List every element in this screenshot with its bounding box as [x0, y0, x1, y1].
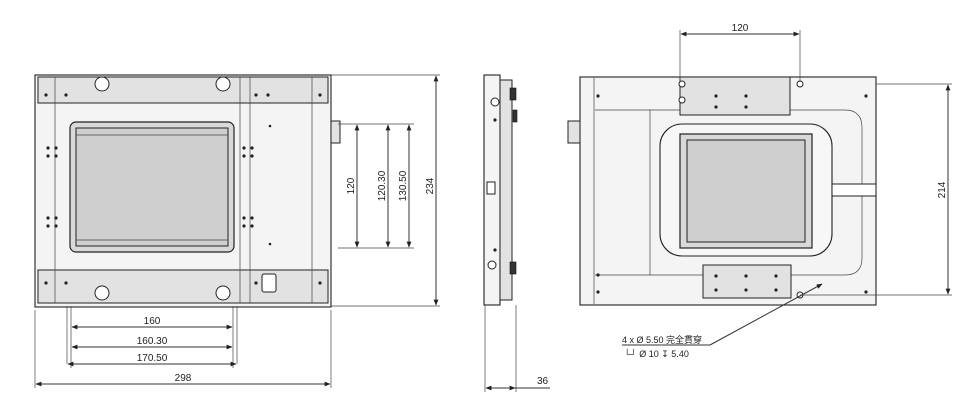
dim-214: 214 — [937, 181, 948, 198]
dim-170-50: 170.50 — [137, 353, 168, 364]
front-view: 160 160.30 170.50 298 120 120.30 130.50 … — [34, 74, 440, 388]
callout-line-2: └┘ Ø 10 ↧ 5.40 — [624, 348, 689, 359]
dim-298: 298 — [175, 373, 192, 384]
dim-36: 36 — [537, 376, 549, 387]
front-mount-hole — [94, 76, 110, 92]
dim-234: 234 — [425, 177, 436, 194]
back-bracket — [567, 120, 581, 144]
front-mount-hole — [215, 76, 231, 92]
dim-120-30: 120.30 — [377, 170, 388, 201]
dim-back-120: 120 — [732, 23, 749, 34]
front-mount-hole — [94, 285, 110, 301]
through-hole — [678, 96, 686, 104]
back-bottom-plate — [702, 264, 792, 299]
dim-160-30: 160.30 — [137, 336, 168, 347]
callout-line-1: 4 x Ø 5.50 完全貫穿 — [622, 334, 702, 345]
back-screws — [596, 94, 868, 294]
back-view: 120 214 4 x Ø 5.50 完全貫穿 └┘ Ø 10 ↧ 5.40 — [567, 23, 952, 359]
front-bottom-bar — [37, 269, 329, 304]
front-height-dims: 120 120.30 130.50 234 — [331, 74, 440, 307]
dim-120: 120 — [346, 177, 357, 194]
back-top-plate — [679, 76, 791, 116]
front-mount-hole — [215, 285, 231, 301]
side-plate — [499, 79, 513, 301]
front-screws — [44, 93, 322, 285]
through-hole — [678, 80, 686, 88]
hole-callout: 4 x Ø 5.50 完全貫穿 └┘ Ø 10 ↧ 5.40 — [622, 283, 823, 359]
side-view: 36 — [483, 74, 550, 392]
front-top-bar — [37, 76, 329, 104]
front-bracket — [330, 120, 341, 144]
dim-130-50: 130.50 — [398, 170, 409, 201]
dim-160: 160 — [144, 316, 161, 327]
front-width-dims: 160 160.30 170.50 298 — [34, 306, 332, 388]
